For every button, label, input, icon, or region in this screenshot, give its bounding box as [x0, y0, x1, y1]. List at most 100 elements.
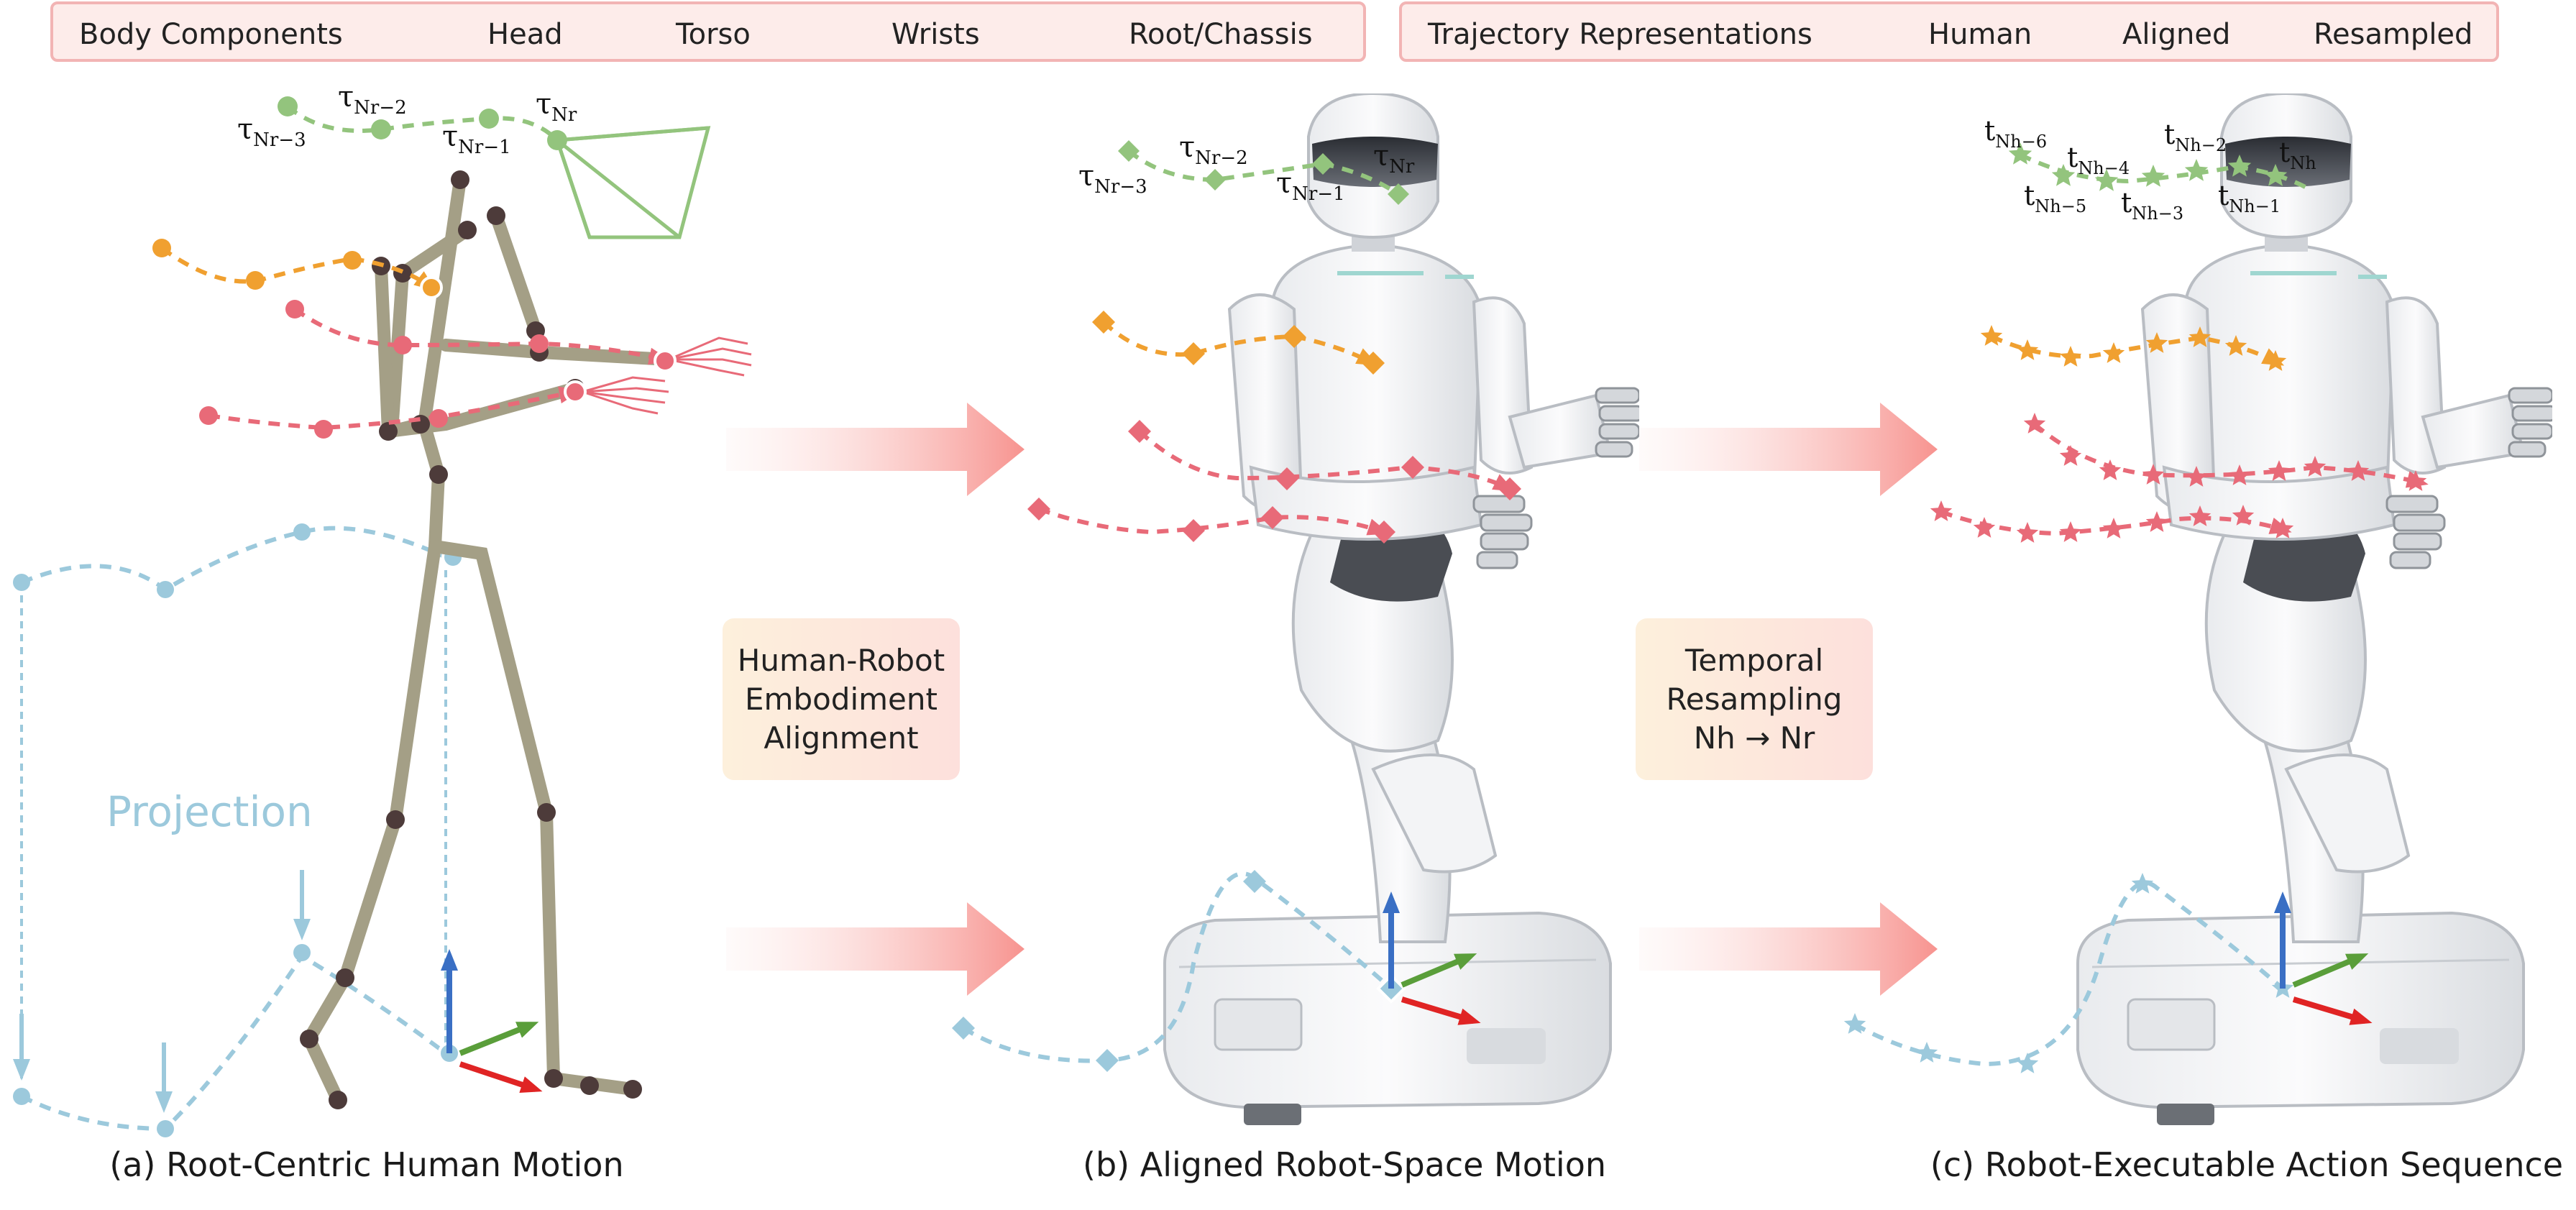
resampled-star: [2141, 165, 2165, 187]
root-trajectory-ground: [20, 953, 447, 1132]
label-c-h3: tNh−3: [2121, 187, 2183, 224]
wrist-point: [429, 409, 448, 428]
root-point-b: [1096, 1049, 1119, 1072]
resampling-line-3: Nh → Nr: [1693, 720, 1815, 756]
legend-root-label: Root/Chassis: [1129, 18, 1313, 51]
panel-c-time-labels: tNh−6 tNh−5 tNh−4 tNh−3 tNh−2 tNh−1 tNh: [1984, 115, 2316, 224]
frame-x-arrow-b: [1401, 996, 1481, 1025]
right-hand-skeleton: [668, 336, 752, 377]
resampled-star: [2059, 346, 2082, 367]
legend-human-label: Human: [1928, 18, 2032, 51]
label-c-h6: tNh−6: [1984, 115, 2047, 152]
torso-point: [246, 271, 265, 290]
wrist-point-b: [1275, 467, 1298, 490]
caption-a: (a) Root-Centric Human Motion: [109, 1145, 624, 1184]
skeleton-bones: [301, 173, 675, 1106]
root-point: [293, 523, 311, 541]
head-point-b: [1204, 169, 1226, 191]
root-point: [13, 1088, 30, 1105]
flow-arrows: [726, 403, 1938, 996]
wrist-point: [199, 406, 218, 425]
torso-point-b: [1182, 342, 1205, 365]
left-hand-skeleton: [582, 376, 669, 415]
root-point-b: [952, 1017, 975, 1040]
wrist-point: [393, 336, 412, 354]
wrist-trajectory-left: [208, 386, 581, 431]
flow-arrow-a-b-top: [726, 403, 1025, 496]
wrist-trajectory-right: [293, 307, 671, 365]
wrist-trajectory-right-b: [1137, 429, 1516, 492]
resampled-stars: [1843, 142, 2427, 1073]
resampled-star: [2304, 456, 2327, 477]
flow-arrow-b-c-bottom: [1639, 902, 1938, 996]
label-c-h2: tNh−2: [2164, 119, 2227, 155]
resampled-star: [2227, 155, 2252, 177]
frame-x-arrow-c: [2292, 996, 2373, 1025]
panel-b-time-labels: τNr−3 τNr−2 τNr−1 τNr: [1078, 131, 1415, 205]
resampling-line-2: Resampling: [1666, 681, 1843, 717]
resampled-star: [2102, 518, 2125, 538]
resampled-star: [2145, 332, 2168, 353]
torso-point: [343, 251, 362, 270]
wrist-point: [654, 349, 677, 372]
resampled-star: [2094, 169, 2119, 191]
torso-trajectory: [160, 246, 436, 291]
frame-x-arrow: [459, 1061, 543, 1094]
label-b-t2: τNr−2: [1179, 131, 1248, 169]
head-point: [547, 130, 567, 150]
panel-c-action-sequence: tNh−6 tNh−5 tNh−4 tNh−3 tNh−2 tNh−1 tNh: [1843, 93, 2556, 1125]
resampled-star: [2059, 445, 2082, 466]
legend-torso-label: Torso: [676, 18, 751, 51]
resampled-star: [2145, 511, 2168, 532]
label-b-t3: τNr−3: [1078, 160, 1147, 198]
resampled-star: [2185, 466, 2208, 487]
resampled-star: [1930, 500, 1953, 521]
head-trajectory-b: [1127, 149, 1400, 196]
frame-y-arrow: [459, 1022, 539, 1056]
wrist-point-b: [1027, 498, 1050, 521]
legend-head-label: Head: [487, 18, 563, 51]
robot-illustration-b: [1165, 93, 1643, 1125]
resampled-star: [2184, 159, 2209, 181]
label-c-h0: tNh: [2279, 137, 2316, 173]
legend-trajectory-representations: Trajectory Representations Human Aligned…: [1399, 1, 2499, 62]
resampled-star: [2142, 464, 2165, 485]
torso-point-b: [1362, 352, 1385, 375]
projection-label: Projection: [106, 787, 313, 836]
resampled-star: [2016, 339, 2039, 360]
resampled-star: [2102, 342, 2125, 363]
wrist-trajectory-left-c: [1940, 510, 2292, 536]
torso-trajectory-b: [1101, 320, 1379, 366]
alignment-line-1: Human-Robot: [737, 642, 945, 678]
legend-aligned-label: Aligned: [2122, 18, 2231, 51]
resampled-star: [2188, 505, 2211, 526]
resampled-star: [1915, 1042, 1938, 1063]
process-resampling-box: Temporal Resampling Nh → Nr: [1636, 618, 1873, 780]
torso-point-b: [1092, 311, 1115, 334]
head-point: [371, 119, 391, 139]
legend-wrists-label: Wrists: [891, 18, 980, 51]
flow-arrow-a-b-bottom: [726, 902, 1025, 996]
wrist-point-b: [1401, 456, 1424, 479]
wrist-point: [530, 334, 549, 353]
label-a-t0: τNr: [536, 88, 577, 126]
root-trajectory-upper: [20, 526, 447, 592]
label-c-h5: tNh−5: [2024, 180, 2086, 216]
label-a-t1: τNr−1: [442, 120, 511, 158]
head-point-b: [1312, 153, 1334, 175]
resampled-star: [2099, 459, 2122, 480]
head-point-b: [1388, 183, 1409, 205]
root-point: [157, 1120, 174, 1137]
resampled-star: [2232, 505, 2255, 526]
root-point: [13, 574, 30, 591]
root-point: [157, 581, 174, 598]
root-point-b: [1243, 870, 1266, 893]
head-frustum: [554, 126, 711, 239]
head-point: [278, 96, 298, 116]
resampled-star: [2224, 335, 2247, 356]
robot-illustration-c: [2078, 93, 2556, 1125]
panel-a-human-motion: τNr−3 τNr−2 τNr−1 τNr: [13, 81, 752, 1137]
flow-arrow-b-c-top: [1639, 403, 1938, 496]
torso-point-b: [1283, 325, 1306, 348]
